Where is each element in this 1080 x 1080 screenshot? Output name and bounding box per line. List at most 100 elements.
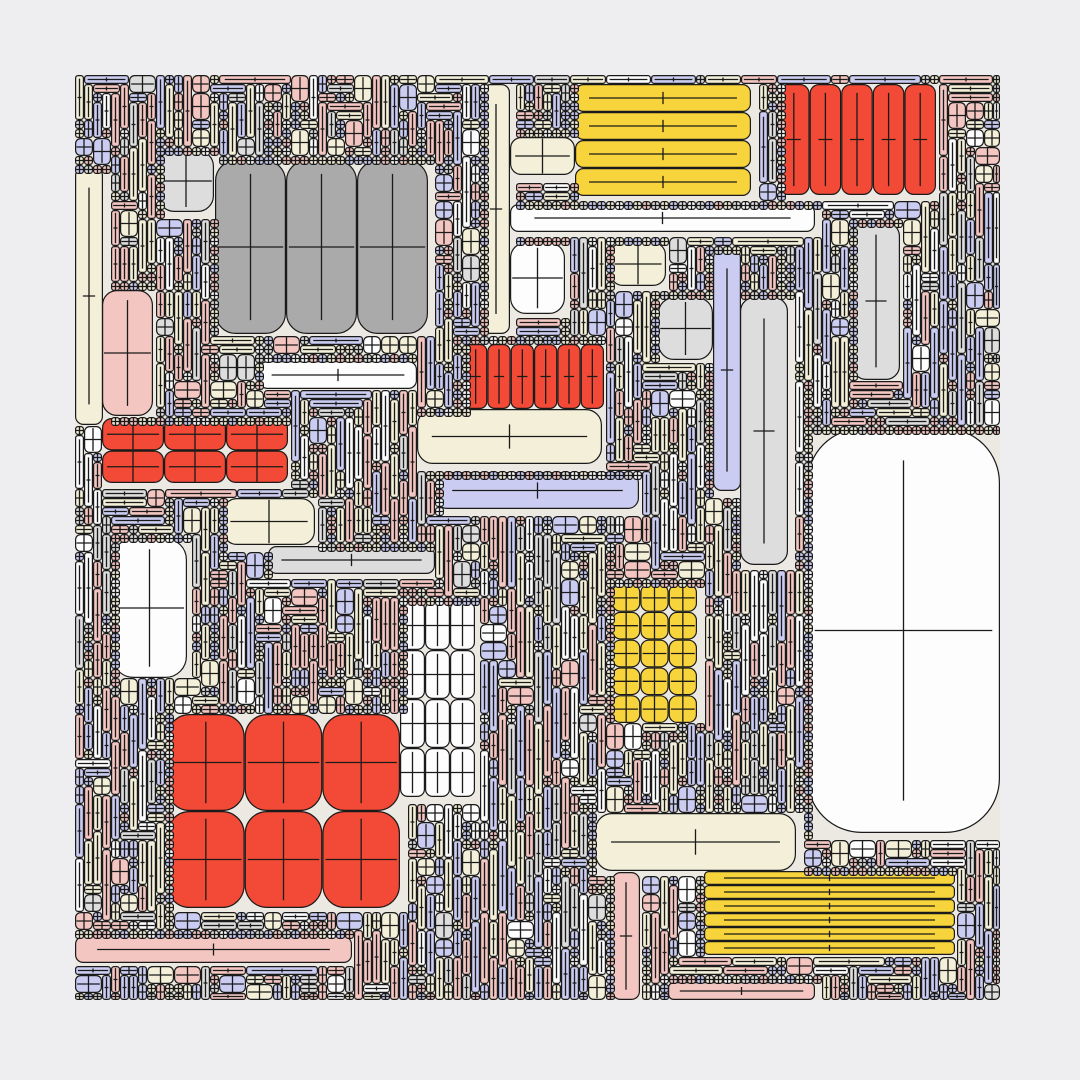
filler-tile-806 <box>605 363 615 373</box>
plus-mark <box>561 129 570 138</box>
plus-mark <box>230 106 235 152</box>
filler-tile-690 <box>453 318 472 328</box>
plus-mark <box>75 165 84 174</box>
filler-tile-879 <box>228 399 238 409</box>
filler-tile-1183 <box>686 524 696 543</box>
filler-tile-895 <box>929 399 939 418</box>
filler-tile-310 <box>381 147 391 157</box>
filler-tile-1137 <box>165 515 175 525</box>
filler-tile-140 <box>524 83 534 102</box>
filler-tile-189 <box>417 101 427 129</box>
filler-tile-1531 <box>803 668 813 678</box>
filler-tile-548 <box>480 255 490 265</box>
filler-tile-578 <box>992 264 1000 310</box>
filler-tile-875 <box>983 390 1000 400</box>
filler-tile-1104 <box>318 498 346 508</box>
plus-mark <box>426 156 435 165</box>
filler-tile-1469 <box>336 641 346 669</box>
filler-tile-532 <box>731 246 741 256</box>
plus-mark <box>431 424 588 449</box>
filler-tile-1113 <box>803 498 813 508</box>
filler-tile-896 <box>965 399 975 427</box>
plus-mark <box>399 111 408 120</box>
feature-tile-84 <box>259 361 418 390</box>
filler-tile-1028 <box>92 462 102 490</box>
plus-mark <box>104 300 151 406</box>
plus-mark <box>355 147 371 156</box>
filler-tile-1527 <box>713 668 723 741</box>
filler-tile-934 <box>174 417 184 427</box>
feature-tile-10 <box>777 83 810 196</box>
filler-tile-1438 <box>587 623 597 696</box>
plus-mark <box>561 102 570 111</box>
filler-tile-968 <box>327 426 337 445</box>
filler-tile-986 <box>893 426 903 436</box>
filler-tile-109 <box>533 74 570 84</box>
filler-tile-1455 <box>507 632 517 660</box>
filler-tile-123 <box>83 83 93 120</box>
filler-tile-118 <box>848 74 921 84</box>
filler-tile-1422 <box>803 614 813 624</box>
feature-tile-22 <box>703 912 955 927</box>
filler-tile-1106 <box>390 498 400 544</box>
filler-tile-1372 <box>489 596 499 606</box>
filler-tile-862 <box>462 390 472 400</box>
plus-mark <box>174 94 183 110</box>
filler-tile-946 <box>282 417 292 427</box>
plus-mark <box>319 93 335 102</box>
filler-tile-501 <box>605 237 615 247</box>
filler-tile-666 <box>848 300 858 310</box>
plus-mark <box>229 93 245 102</box>
filler-tile-220 <box>767 110 777 138</box>
filler-tile-170 <box>569 92 579 102</box>
filler-tile-1195 <box>156 533 166 543</box>
filler-tile-1591 <box>336 695 346 714</box>
filler-tile-1335 <box>255 587 265 615</box>
filler-tile-523 <box>444 246 454 256</box>
plus-mark <box>865 234 887 368</box>
filler-tile-1427 <box>210 623 220 633</box>
filler-tile-706 <box>605 327 615 364</box>
plus-mark <box>452 482 623 499</box>
filler-tile-771 <box>237 354 256 382</box>
plus-mark <box>977 147 998 165</box>
filler-tile-948 <box>327 417 337 427</box>
plus-mark <box>492 77 531 82</box>
filler-tile-1475 <box>605 641 615 651</box>
plus-mark <box>426 751 449 794</box>
plus-mark <box>147 165 156 174</box>
filler-tile-1251 <box>524 551 534 561</box>
filler-tile-468 <box>830 219 849 247</box>
plus-mark <box>408 147 417 156</box>
filler-tile-581 <box>183 273 193 292</box>
filler-tile-1410 <box>533 614 543 642</box>
filler-tile-1528 <box>722 668 732 678</box>
filler-tile-759 <box>345 345 355 355</box>
filler-tile-538 <box>830 246 840 256</box>
filler-tile-1191 <box>119 533 129 543</box>
filler-tile-1368 <box>453 596 463 606</box>
filler-tile-284 <box>273 138 283 148</box>
filler-tile-1352 <box>110 596 120 606</box>
filler-tile-154 <box>129 92 148 102</box>
filler-tile-643 <box>704 291 714 301</box>
filler-tile-1468 <box>327 641 337 678</box>
filler-tile-540 <box>848 246 858 256</box>
filler-tile-382 <box>956 183 966 202</box>
filler-tile-1309 <box>399 578 436 588</box>
filler-tile-378 <box>542 183 570 193</box>
filler-tile-1541 <box>237 677 256 705</box>
filler-tile-1044 <box>426 471 436 481</box>
filler-tile-854 <box>300 390 373 400</box>
plus-mark <box>156 165 165 174</box>
plus-mark <box>300 156 309 165</box>
filler-tile-824 <box>605 372 615 445</box>
plus-mark <box>455 167 460 190</box>
filler-tile-167 <box>480 92 490 102</box>
filler-tile-1174 <box>417 524 427 543</box>
filler-tile-157 <box>192 92 211 120</box>
filler-tile-676 <box>587 309 606 337</box>
plus-mark <box>480 93 489 102</box>
feature-tile-17 <box>574 140 751 169</box>
plus-mark <box>994 103 999 119</box>
